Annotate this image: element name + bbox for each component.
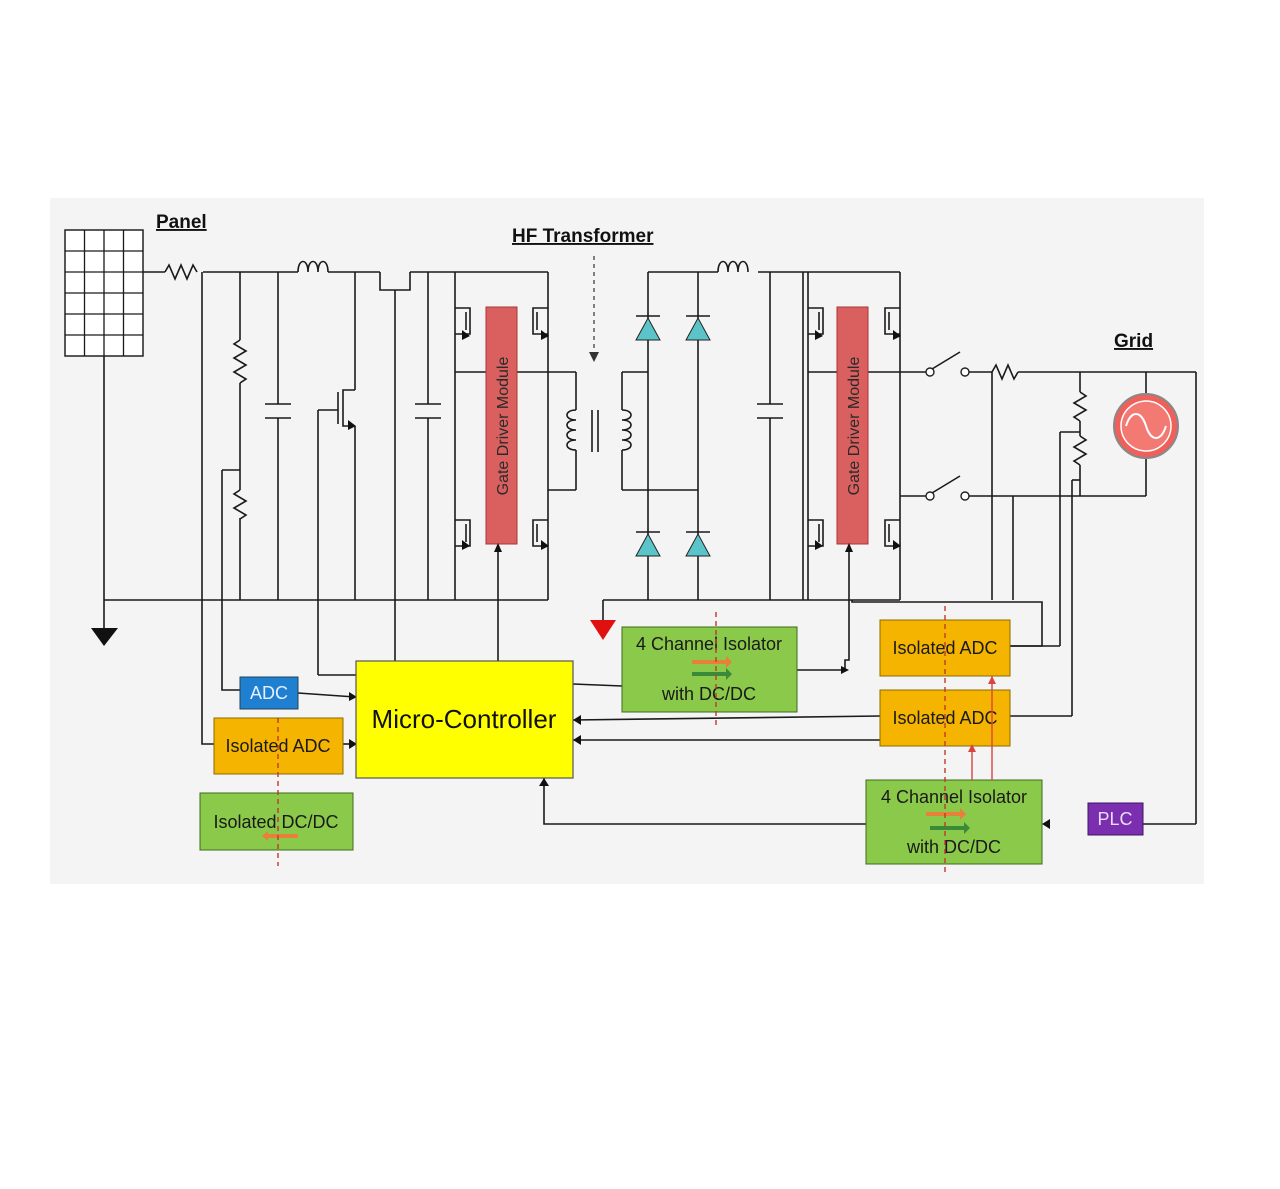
ac-source-icon [1113,393,1179,459]
isolation-arrows-icon [692,656,732,680]
gate-driver-module-left [485,306,518,545]
isolator-right-block [865,779,1043,865]
grid-label: Grid [1114,331,1153,352]
ground-icon [91,600,118,646]
diode-rectifier [622,272,711,600]
isolator-mid-label-1: 4 Channel Isolator [636,634,782,654]
isolator-mid-label-2: with DC/DC [661,684,756,704]
isolation-arrow-icon [262,831,298,841]
isolated-dcdc-block [199,792,354,851]
micro-controller-block [355,660,574,779]
adc-label: ADC [250,683,288,703]
gate-driver-left-label: Gate Driver Module [495,357,512,496]
adc-block [239,676,299,710]
isolator-right-label-2: with DC/DC [906,837,1001,857]
right-h-bridge [807,272,930,600]
panel-label: Panel [156,212,207,233]
isolated-ground-icon [590,620,616,640]
input-top-rail [143,260,548,600]
grid-relays [925,351,1196,600]
isolated-dcdc-label: Isolated DC/DC [213,812,338,832]
isolation-arrows-icon [926,808,970,834]
solar-panel-icon [64,229,144,357]
isolator-mid-block [621,626,798,713]
inductor-icon [297,260,329,273]
gate-driver-right-label: Gate Driver Module [846,357,863,496]
hf-transformer-label: HF Transformer [512,226,654,247]
inductor-icon [717,260,749,273]
hf-transformer-icon [566,372,632,490]
micro-controller-label: Micro-Controller [372,704,557,734]
gate-driver-module-right [836,306,869,545]
isolated-adc-right-top-label: Isolated ADC [892,638,997,658]
resistor-icon [1072,435,1088,466]
resistor-icon [1072,391,1088,422]
resistor-icon [232,339,248,384]
isolator-right-label-1: 4 Channel Isolator [881,787,1027,807]
plc-label: PLC [1097,809,1132,829]
plc-block [1087,802,1144,836]
resistor-icon [164,262,198,282]
resistor-icon [232,489,248,520]
